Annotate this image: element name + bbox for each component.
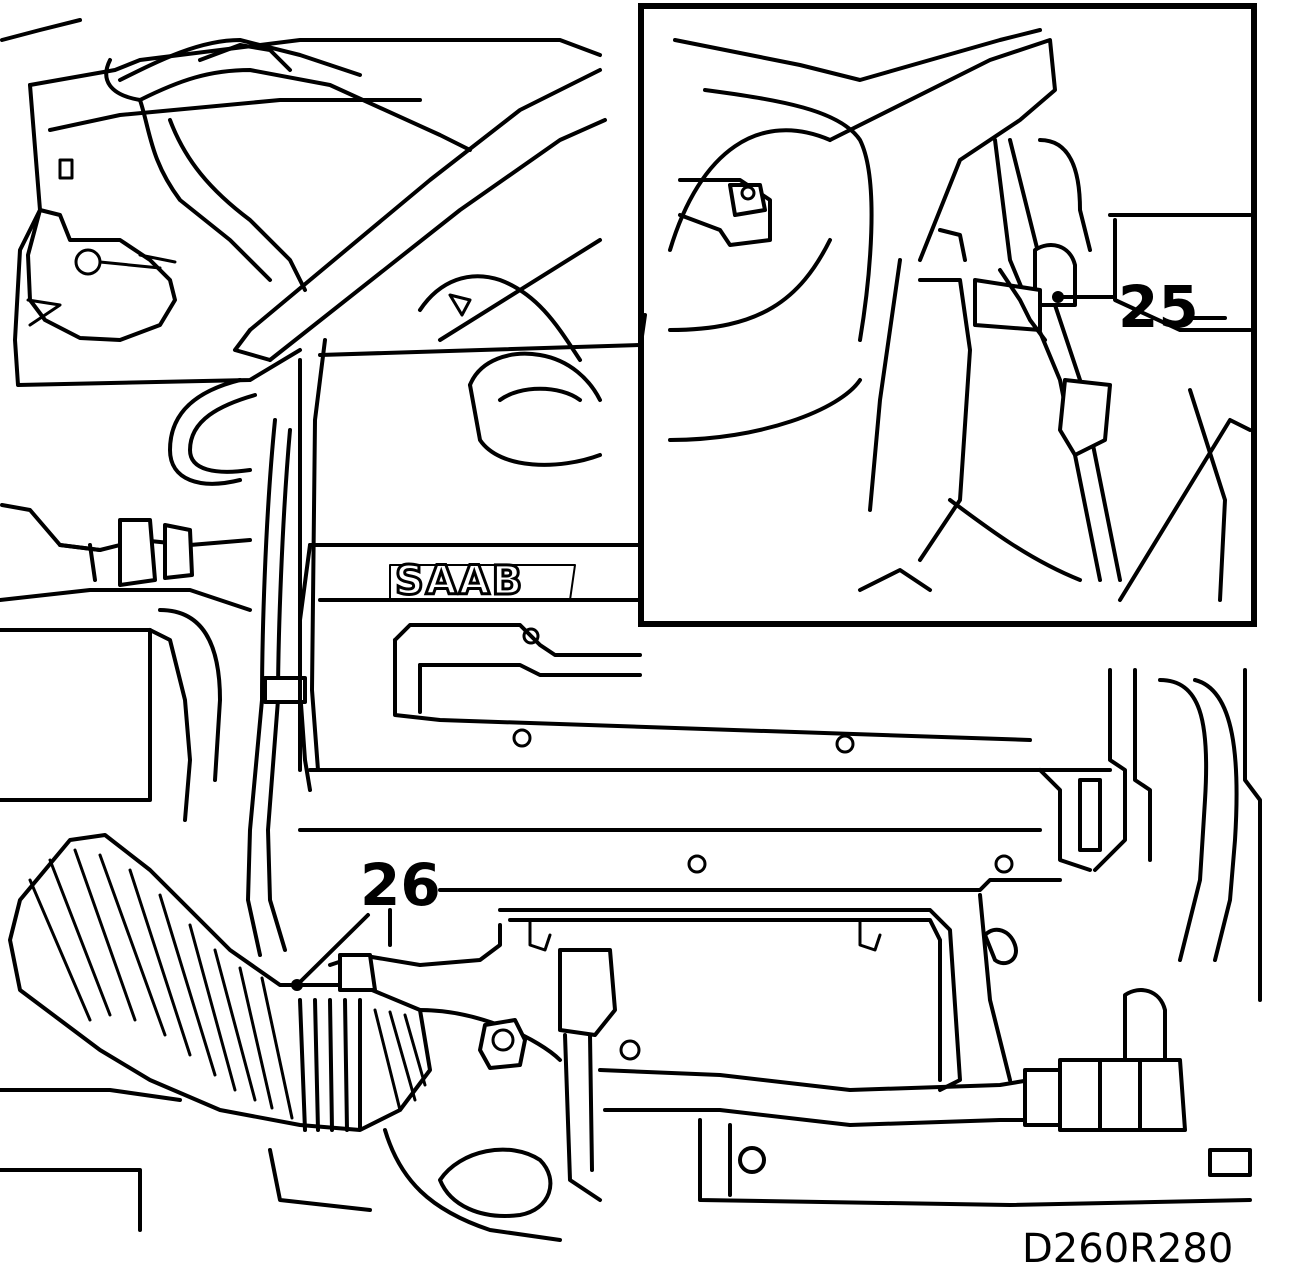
air-intake-hose — [8, 833, 562, 1132]
valve-cover: SAAB — [298, 543, 1112, 874]
saab-logo: SAAB — [389, 557, 576, 606]
engine-bay-drawing: SAAB — [0, 18, 1262, 1242]
figure-code: D260R280 — [1022, 1226, 1233, 1272]
reservoir-cap — [26, 208, 177, 342]
callout-25-point — [1052, 291, 1064, 303]
saab-logo-text: SAAB — [395, 558, 524, 604]
callout-26-leader — [295, 913, 370, 987]
callout-25-label: 25 — [1118, 273, 1199, 341]
callout-26-point — [291, 979, 303, 991]
callout-26-label: 26 — [360, 851, 441, 919]
inset-detail — [638, 3, 1257, 627]
